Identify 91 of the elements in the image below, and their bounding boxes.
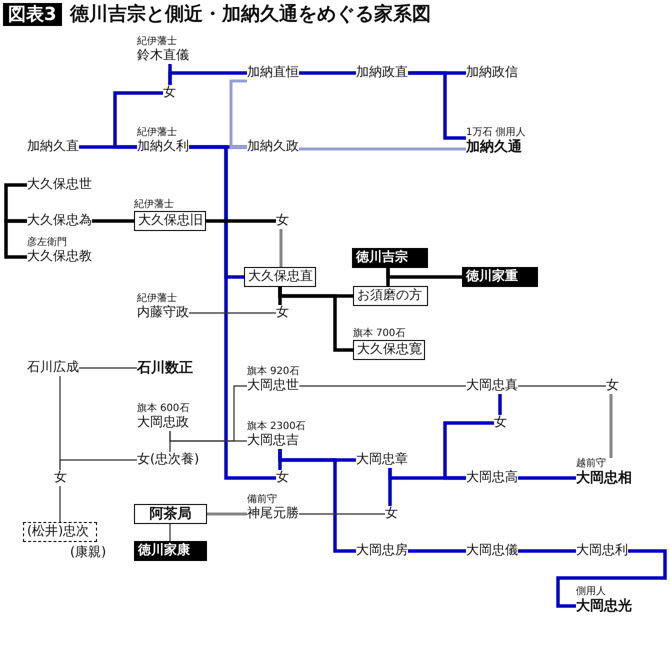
lineage-line — [169, 524, 171, 541]
name-caption: 越前守 — [576, 458, 607, 470]
person-name: 石川広成 — [27, 360, 79, 376]
person-name: 加納久政 — [247, 139, 299, 155]
person-name: 加納直恒 — [247, 65, 299, 81]
person-name: 女 — [163, 85, 176, 101]
highlighted-name-box: 徳川家康 — [134, 541, 207, 561]
name-caption: 旗本 2300石 — [247, 421, 306, 433]
person-name: 大岡忠真 — [466, 378, 518, 394]
name-caption: 彦左衛門 — [27, 237, 68, 249]
person-name: 女 — [54, 470, 67, 486]
person-name: 大岡忠儀 — [466, 543, 518, 559]
lineage-line — [230, 80, 247, 148]
name-box: お須磨の方 — [353, 286, 428, 306]
person-name: 大岡忠相 — [576, 470, 632, 486]
person-name: 大久保忠為 — [27, 213, 92, 229]
person-name: 女 — [276, 305, 289, 321]
name-note: (康親) — [70, 545, 106, 561]
name-caption: 紀伊藩士 — [137, 293, 178, 305]
person-name: 神尾元勝 — [247, 506, 299, 522]
lineage-line — [189, 145, 276, 480]
lineage-line — [610, 394, 612, 458]
name-caption: 旗本 920石 — [247, 366, 300, 378]
lineage-line — [206, 219, 276, 223]
person-name: 加納久利 — [137, 139, 189, 155]
person-name: 鈴木直儀 — [137, 48, 189, 64]
name-caption: 旗本 700石 — [353, 328, 406, 340]
lineage-line — [408, 549, 466, 553]
person-name: 大久保忠世 — [27, 177, 92, 193]
lineage-line — [556, 549, 667, 608]
lineage-line — [299, 513, 385, 515]
person-name: 加納久直 — [27, 139, 79, 155]
lineage-line — [299, 148, 466, 150]
person-name: 大岡忠高 — [466, 470, 518, 486]
lineage-line — [518, 549, 576, 553]
name-box: 大久保忠寛 — [353, 340, 425, 360]
person-name: 大岡忠吉 — [247, 433, 300, 449]
lineage-line — [386, 268, 462, 279]
name-caption: 紀伊藩士 — [134, 199, 175, 211]
lineage-line — [168, 71, 247, 85]
lineage-line — [443, 421, 494, 480]
person-name: 女 — [276, 470, 289, 486]
name-box: 大久保忠直 — [244, 267, 316, 287]
name-box: 大久保忠旧 — [134, 211, 206, 231]
lineage-line — [498, 394, 502, 415]
name-caption: 紀伊藩士 — [137, 127, 178, 139]
lineage-line — [4, 219, 27, 259]
highlighted-name-box: 徳川吉宗 — [352, 248, 428, 268]
lineage-line — [92, 219, 134, 223]
figure-badge: 図表3 — [3, 3, 62, 26]
person-name: 加納久通 — [466, 139, 523, 155]
lineage-line — [59, 486, 61, 522]
lineage-line — [189, 312, 276, 314]
name-box: 阿茶局 — [134, 504, 207, 524]
lineage-line — [408, 71, 466, 140]
person-name: 女 — [494, 415, 507, 431]
person-name: 内藤守政 — [137, 305, 189, 321]
lineage-line — [278, 449, 356, 553]
person-name: 大岡忠世 — [247, 378, 300, 394]
person-name: 大久保忠教 — [27, 249, 92, 265]
person-name: 女 — [385, 506, 398, 522]
lineage-line — [113, 91, 163, 149]
name-caption: 側用人 — [576, 586, 607, 598]
person-name: 大岡忠房 — [356, 543, 408, 559]
dashed-name-box: (松井)忠次 — [23, 522, 97, 542]
person-name: 大岡忠光 — [576, 598, 632, 614]
name-caption: 紀伊藩士 — [137, 36, 178, 48]
name-caption: 1万石 側用人 — [466, 127, 526, 139]
lineage-line — [59, 459, 137, 470]
lineage-line — [518, 476, 576, 480]
lineage-line — [278, 287, 353, 352]
person-name: 女(忠次養) — [137, 452, 200, 468]
person-name: 大岡忠利 — [576, 543, 628, 559]
lineage-line — [79, 367, 137, 369]
lineage-line — [518, 385, 606, 387]
person-name: 加納政直 — [356, 65, 408, 81]
name-caption: 旗本 600石 — [137, 403, 190, 415]
person-name: 女 — [606, 378, 619, 394]
title: 徳川吉宗と側近・加納久通をめぐる家系図 — [70, 3, 431, 26]
person-name: 加納政信 — [466, 65, 518, 81]
lineage-line — [299, 71, 356, 75]
lineage-line — [207, 512, 247, 516]
name-caption: 備前守 — [247, 494, 278, 506]
person-name: 大岡忠章 — [356, 452, 408, 468]
person-name: 女 — [276, 213, 289, 229]
lineage-line — [299, 385, 466, 387]
highlighted-name-box: 徳川家重 — [462, 267, 538, 287]
person-name: 大岡忠政 — [137, 415, 190, 431]
person-name: 石川数正 — [137, 360, 193, 376]
lineage-line — [169, 385, 247, 442]
lineage-line — [280, 229, 282, 267]
